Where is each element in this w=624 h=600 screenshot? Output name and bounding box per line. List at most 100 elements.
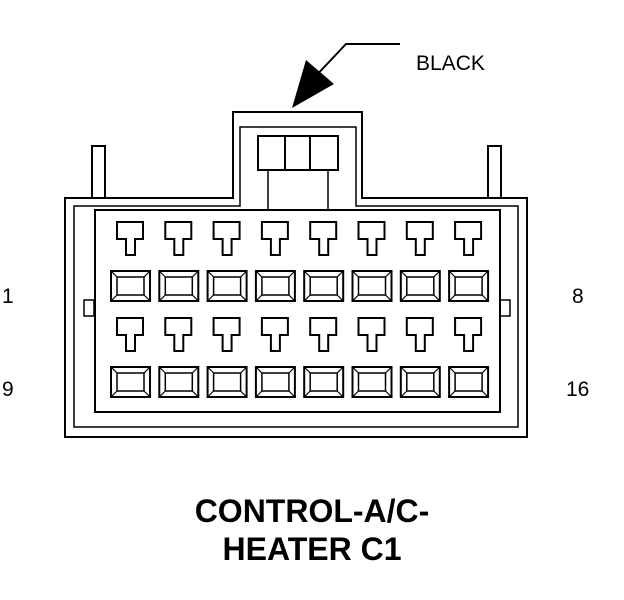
terminal-pin-16 <box>448 317 490 398</box>
terminal-bevel-line <box>191 366 199 374</box>
terminal-cavity-inner <box>212 372 242 392</box>
terminal-bevel-line <box>433 390 441 398</box>
terminal-cavity-body <box>94 209 501 413</box>
terminal-bevel-line <box>191 294 199 302</box>
terminal-bevel-line <box>303 294 311 302</box>
terminal-bevel-line <box>158 390 166 398</box>
terminal-cavity-inner <box>406 372 435 392</box>
terminal-pin-15 <box>399 317 441 398</box>
terminal-pin-6 <box>351 221 393 302</box>
terminal-latch <box>116 221 144 256</box>
terminal-bevel-line <box>191 270 199 278</box>
locking-tab <box>257 135 339 210</box>
terminal-cavity-inner <box>164 372 194 392</box>
terminal-bevel-line <box>255 366 263 374</box>
terminal-bevel-line <box>143 366 151 374</box>
terminal-latch <box>309 221 338 256</box>
terminal-bevel-line <box>385 294 392 302</box>
wire-color-label: BLACK <box>416 52 485 75</box>
terminal-bevel-line <box>191 390 199 398</box>
terminal-bevel-line <box>240 366 248 374</box>
terminal-bevel-line <box>400 390 408 398</box>
terminal-bevel-line <box>336 270 344 278</box>
terminal-latch <box>405 221 434 256</box>
terminal-cavity-inner <box>261 372 290 392</box>
terminal-bevel-line <box>158 366 166 374</box>
terminal-bevel-line <box>255 270 263 278</box>
terminal-bevel-line <box>303 390 311 398</box>
terminal-bevel-line <box>207 366 215 374</box>
terminal-bevel-line <box>352 390 359 398</box>
terminal-bevel-line <box>110 366 118 374</box>
terminal-latch <box>116 317 144 352</box>
terminal-bevel-line <box>288 366 296 374</box>
terminal-bevel-line <box>385 366 392 374</box>
terminal-bevel-line <box>336 294 344 302</box>
terminal-bevel-line <box>352 294 359 302</box>
side-notch-right <box>499 299 511 317</box>
connector-housing-outer <box>64 111 528 438</box>
guide-post-left <box>91 145 106 199</box>
terminal-bevel-line <box>110 270 118 278</box>
terminal-cavity-inner <box>357 276 387 296</box>
terminal-bevel-line <box>448 366 456 374</box>
connector-title-line1: CONTROL-A/C- <box>195 493 430 529</box>
terminal-pin-10 <box>158 317 200 398</box>
terminal-pin-13 <box>303 317 345 398</box>
terminal-bevel-line <box>448 294 456 302</box>
terminal-bevel-line <box>481 270 489 278</box>
terminal-array <box>110 221 490 398</box>
terminal-bevel-line <box>143 270 151 278</box>
terminal-bevel-line <box>448 390 456 398</box>
terminal-bevel-line <box>336 390 344 398</box>
pin-label-row1-end: 8 <box>572 285 584 308</box>
terminal-pin-3 <box>206 221 248 302</box>
terminal-latch <box>454 317 483 352</box>
terminal-bevel-line <box>110 390 118 398</box>
terminal-pin-1 <box>110 221 151 302</box>
terminal-latch <box>357 317 386 352</box>
terminal-bevel-line <box>336 366 344 374</box>
terminal-latch <box>357 221 386 256</box>
terminal-bevel-line <box>400 366 408 374</box>
terminal-bevel-line <box>143 294 151 302</box>
terminal-bevel-line <box>303 270 311 278</box>
connector-housing-inner <box>73 126 519 428</box>
terminal-bevel-line <box>481 366 489 374</box>
terminal-latch <box>260 317 289 352</box>
terminal-bevel-line <box>400 294 408 302</box>
terminal-latch <box>309 317 338 352</box>
terminal-cavity-inner <box>406 276 435 296</box>
terminal-bevel-line <box>255 294 263 302</box>
pointer-arrow <box>292 43 400 108</box>
terminal-bevel-line <box>207 270 215 278</box>
terminal-bevel-line <box>255 390 263 398</box>
terminal-bevel-line <box>288 270 296 278</box>
terminal-cavity-inner <box>116 372 145 392</box>
terminal-cavity-inner <box>454 276 483 296</box>
terminal-bevel-line <box>448 270 456 278</box>
terminal-bevel-line <box>110 294 118 302</box>
terminal-bevel-line <box>481 294 489 302</box>
terminal-bevel-line <box>303 366 311 374</box>
terminal-cavity-inner <box>309 372 338 392</box>
terminal-pin-8 <box>448 221 490 302</box>
terminal-bevel-line <box>433 366 441 374</box>
terminal-bevel-line <box>288 294 296 302</box>
terminal-pin-5 <box>303 221 345 302</box>
terminal-bevel-line <box>400 270 408 278</box>
terminal-cavity-inner <box>454 372 483 392</box>
terminal-latch <box>405 317 434 352</box>
terminal-pin-11 <box>206 317 248 398</box>
terminal-bevel-line <box>158 270 166 278</box>
terminal-bevel-line <box>288 390 296 398</box>
terminal-latch <box>164 221 193 256</box>
terminal-latch <box>164 317 193 352</box>
terminal-pin-14 <box>351 317 393 398</box>
pin-label-row1-start: 1 <box>2 285 14 308</box>
terminal-latch <box>212 221 241 256</box>
terminal-pin-9 <box>110 317 151 398</box>
terminal-bevel-line <box>433 294 441 302</box>
terminal-latch <box>212 317 241 352</box>
terminal-bevel-line <box>385 270 392 278</box>
